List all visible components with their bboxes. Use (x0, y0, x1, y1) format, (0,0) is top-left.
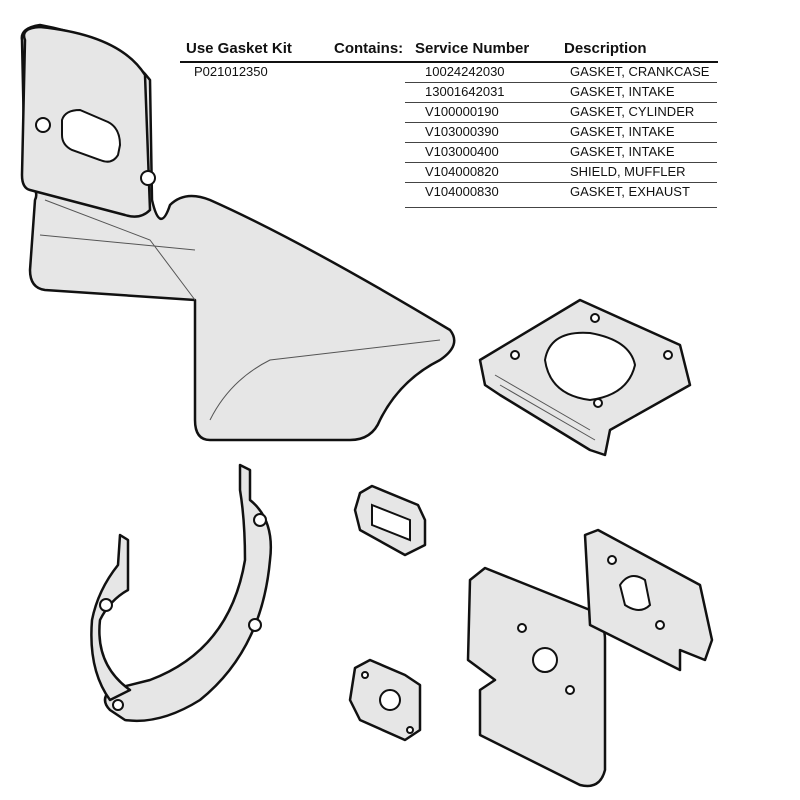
service-number: V100000190 (425, 104, 499, 119)
table-row: 10024242030 GASKET, CRANKCASE (405, 62, 717, 83)
service-number: V103000390 (425, 124, 499, 139)
description: GASKET, EXHAUST (570, 184, 690, 199)
exhaust-gasket-upper (20, 25, 156, 218)
header-contains: Contains: (334, 40, 404, 57)
header-description: Description (564, 40, 647, 57)
table-row: V100000190 GASKET, CYLINDER (405, 102, 717, 123)
service-number: 10024242030 (425, 64, 505, 79)
intake-gasket-large (466, 566, 607, 788)
table-row: V104000830 GASKET, EXHAUST (405, 182, 717, 208)
description: SHIELD, MUFFLER (570, 164, 686, 179)
header-service-number: Service Number (415, 40, 530, 57)
description: GASKET, CYLINDER (570, 104, 695, 119)
cylinder-gasket (478, 298, 692, 457)
description: GASKET, INTAKE (570, 144, 675, 159)
service-number: V103000400 (425, 144, 499, 159)
service-number: V104000820 (425, 164, 499, 179)
description: GASKET, INTAKE (570, 124, 675, 139)
description: GASKET, CRANKCASE (570, 64, 710, 79)
header-divider (180, 61, 718, 63)
intake-gasket-flat (348, 658, 422, 742)
kit-number: P021012350 (194, 64, 268, 79)
description: GASKET, INTAKE (570, 84, 675, 99)
service-number: V104000830 (425, 184, 499, 199)
table-row: V103000390 GASKET, INTAKE (405, 122, 717, 143)
service-number: 13001642031 (425, 84, 505, 99)
table-row: 13001642031 GASKET, INTAKE (405, 82, 717, 103)
header-kit: Use Gasket Kit (186, 40, 292, 57)
table-row: V103000400 GASKET, INTAKE (405, 142, 717, 163)
crankcase-gasket (90, 463, 272, 722)
exhaust-gasket-lower (583, 528, 714, 672)
intake-gasket-small (353, 484, 427, 557)
table-row: V104000820 SHIELD, MUFFLER (405, 162, 717, 183)
